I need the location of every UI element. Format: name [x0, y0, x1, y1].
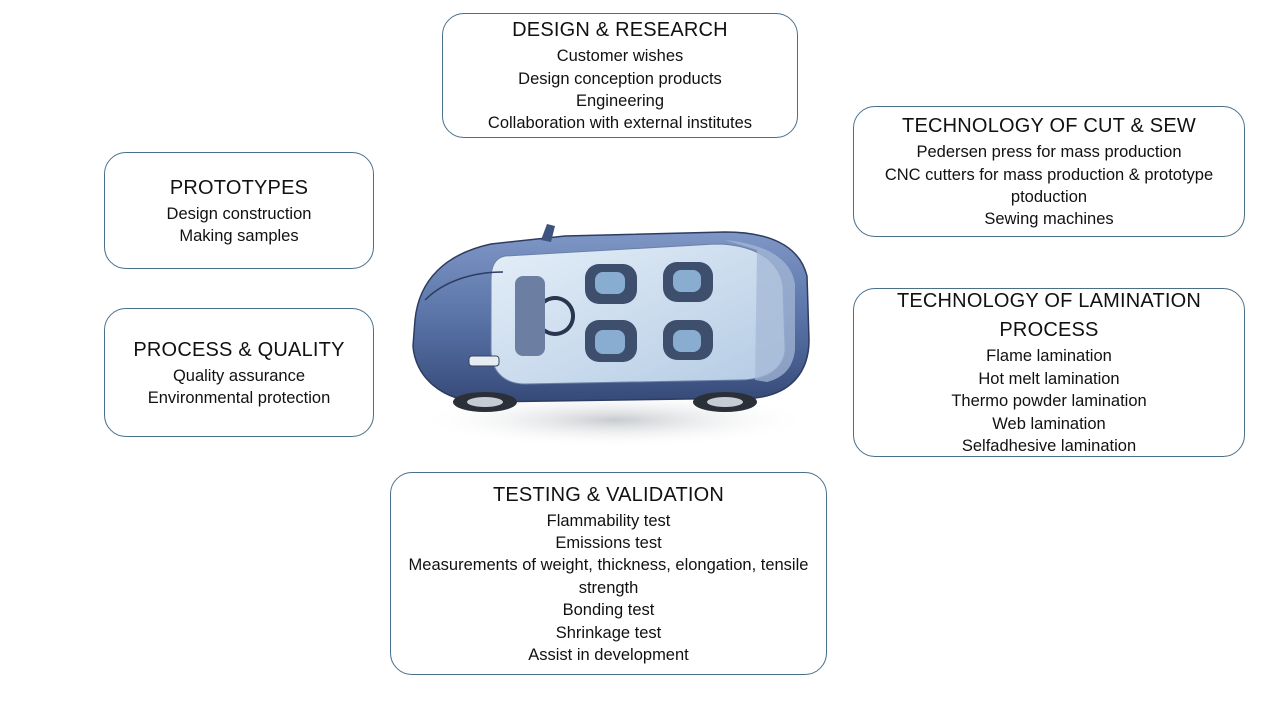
testing-validation-box: TESTING & VALIDATION Flammability test E…	[390, 472, 827, 675]
lamination-title: TECHNOLOGY OF LAMINATION PROCESS	[896, 290, 1202, 342]
cut-sew-list: Pedersen press for mass production CNC c…	[864, 141, 1234, 231]
design-research-list: Customer wishes Design conception produc…	[488, 45, 752, 135]
seat-highlight	[595, 330, 625, 354]
list-item: Making samples	[179, 227, 299, 245]
list-item: Environmental protection	[147, 389, 331, 407]
seat-highlight	[673, 270, 701, 292]
car-cutaway-illustration	[412, 224, 815, 448]
car-windshield	[725, 240, 795, 382]
hood-line	[424, 271, 504, 301]
cut-sew-title: TECHNOLOGY OF CUT & SEW	[902, 115, 1196, 138]
process-quality-title: PROCESS & QUALITY	[133, 338, 345, 361]
front-wheel-rim	[467, 397, 503, 407]
list-item: Pedersen press for mass production	[916, 143, 1182, 162]
list-item: Bonding test	[562, 601, 655, 620]
list-item: Quality assurance	[172, 366, 306, 385]
process-quality-box: PROCESS & QUALITY Quality assurance Envi…	[104, 308, 374, 437]
list-item: Emissions test	[555, 533, 662, 552]
list-item: Thermo powder lamination	[951, 392, 1147, 411]
prototypes-list: Design construction Making samples	[167, 203, 312, 248]
list-item: Design conception products	[518, 69, 722, 88]
testing-validation-title: TESTING & VALIDATION	[492, 483, 725, 506]
design-research-title: DESIGN & RESEARCH	[512, 19, 728, 42]
list-item: Design construction	[166, 204, 312, 223]
list-item: Collaboration with external institutes	[487, 114, 753, 133]
cut-sew-box: TECHNOLOGY OF CUT & SEW Pedersen press f…	[853, 106, 1245, 237]
prototypes-title: PROTOTYPES	[169, 176, 309, 199]
dashboard	[515, 276, 545, 356]
prototypes-box: PROTOTYPES Design construction Making sa…	[104, 152, 374, 269]
process-quality-list: Quality assurance Environmental protecti…	[148, 365, 331, 410]
list-item: Flammability test	[546, 511, 671, 530]
list-item: Engineering	[575, 92, 665, 110]
headlight	[468, 355, 500, 367]
list-item: CNC cutters for mass production & protot…	[884, 165, 1214, 206]
list-item: Web lamination	[992, 414, 1106, 433]
list-item: Customer wishes	[556, 47, 684, 66]
list-item: Sewing machines	[984, 210, 1114, 229]
design-research-box: DESIGN & RESEARCH Customer wishes Design…	[442, 13, 798, 138]
seat-highlight	[595, 272, 625, 294]
list-item: Hot melt lamination	[978, 369, 1120, 388]
lamination-box: TECHNOLOGY OF LAMINATION PROCESS Flame l…	[853, 288, 1245, 457]
lamination-list: Flame lamination Hot melt lamination The…	[951, 345, 1146, 457]
list-item: Selfadhesive lamination	[961, 437, 1137, 456]
list-item: Shrinkage test	[555, 623, 662, 642]
list-item: Measurements of weight, thickness, elong…	[408, 556, 809, 597]
seat-highlight	[673, 330, 701, 352]
list-item: Flame lamination	[986, 347, 1112, 366]
rear-wheel-rim	[707, 397, 743, 407]
side-mirror	[541, 224, 555, 242]
testing-validation-list: Flammability test Emissions test Measure…	[409, 510, 809, 667]
list-item: Assist in development	[528, 646, 689, 665]
